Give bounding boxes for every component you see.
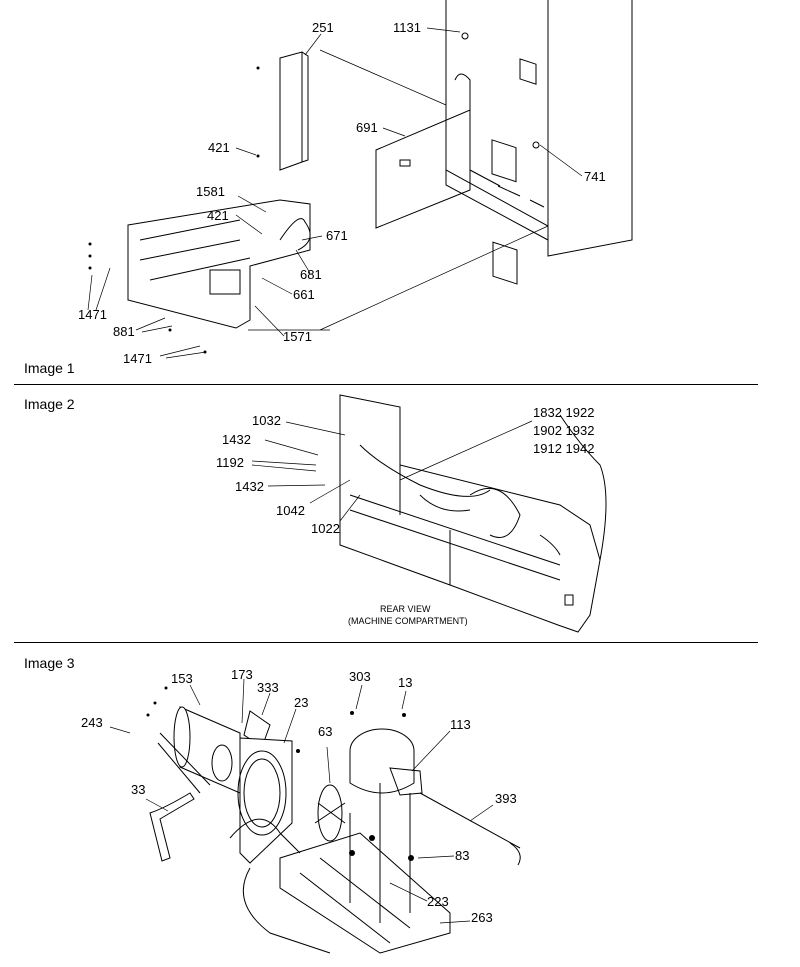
machine-compartment <box>339 394 607 633</box>
callout-1432-bottom: 1432 <box>235 479 264 494</box>
callout-741: 741 <box>584 169 606 184</box>
callout-83: 83 <box>455 848 469 863</box>
callout-333: 333 <box>257 680 279 695</box>
divider-1 <box>14 384 758 385</box>
callout-263: 263 <box>471 910 493 925</box>
image-3-panel: Image 3 <box>0 643 800 967</box>
callout-1432-top: 1432 <box>222 432 251 447</box>
callout-113: 113 <box>450 717 471 732</box>
callout-671: 671 <box>326 228 348 243</box>
callout-1042: 1042 <box>276 503 305 518</box>
callout-1581: 1581 <box>196 184 225 199</box>
callout-1471-left: 1471 <box>78 307 107 322</box>
callout-421-top: 421 <box>208 140 230 155</box>
condenser-duct <box>279 51 309 171</box>
control-board <box>375 109 471 229</box>
image-1-drawing: 251 1131 421 691 741 1581 421 671 681 66… <box>78 0 633 366</box>
screws <box>88 66 260 354</box>
callout-13: 13 <box>398 675 412 690</box>
callout-661: 661 <box>293 287 315 302</box>
callout-1032: 1032 <box>252 413 281 428</box>
image-1-title: Image 1 <box>24 360 75 376</box>
compressor <box>349 728 521 866</box>
callout-243: 243 <box>81 715 103 730</box>
callout-691: 691 <box>356 120 378 135</box>
callout-1192: 1192 <box>216 455 244 470</box>
callout-1832-1922: 1832 1922 <box>533 405 594 420</box>
image-1-panel: 251 1131 421 691 741 1581 421 671 681 66… <box>0 0 800 384</box>
base-pan <box>229 783 451 954</box>
callout-251: 251 <box>312 20 334 35</box>
caption-rear-view: REAR VIEW <box>380 604 431 614</box>
fan-shroud <box>237 737 293 864</box>
callout-881: 881 <box>113 324 135 339</box>
base-frame <box>127 199 311 329</box>
callout-153: 153 <box>171 671 193 686</box>
image-3-drawing: 153 173 333 303 13 243 23 63 113 33 393 … <box>81 667 521 954</box>
callout-681: 681 <box>300 267 322 282</box>
callout-1902-1932: 1902 1932 <box>533 423 594 438</box>
caption-machine-compartment: (MACHINE COMPARTMENT) <box>348 616 468 626</box>
callout-1571: 1571 <box>283 329 312 344</box>
image-2-panel: Image 2 1032 1432 1192 <box>0 385 800 642</box>
callout-421-bottom: 421 <box>207 208 229 223</box>
divider-2 <box>14 642 758 643</box>
image-2-drawing: 1032 1432 1192 1432 1042 1022 1832 1922 … <box>216 394 607 633</box>
image-3-title: Image 3 <box>24 655 75 671</box>
callout-393: 393 <box>495 791 517 806</box>
callout-63: 63 <box>318 724 332 739</box>
fan-blade <box>314 784 346 842</box>
callout-23: 23 <box>294 695 308 710</box>
callout-1912-1942: 1912 1942 <box>533 441 594 456</box>
callout-173: 173 <box>231 667 253 682</box>
callout-303: 303 <box>349 669 371 684</box>
drain-tube <box>149 792 195 862</box>
image-2-title: Image 2 <box>24 396 75 412</box>
callout-1471-bottom: 1471 <box>123 351 152 366</box>
cabinet-back-panel <box>445 0 633 285</box>
callout-1022: 1022 <box>311 521 340 536</box>
callout-223: 223 <box>427 894 449 909</box>
fan-motor <box>157 706 271 794</box>
callout-1131: 1131 <box>393 20 421 35</box>
callout-33: 33 <box>131 782 145 797</box>
